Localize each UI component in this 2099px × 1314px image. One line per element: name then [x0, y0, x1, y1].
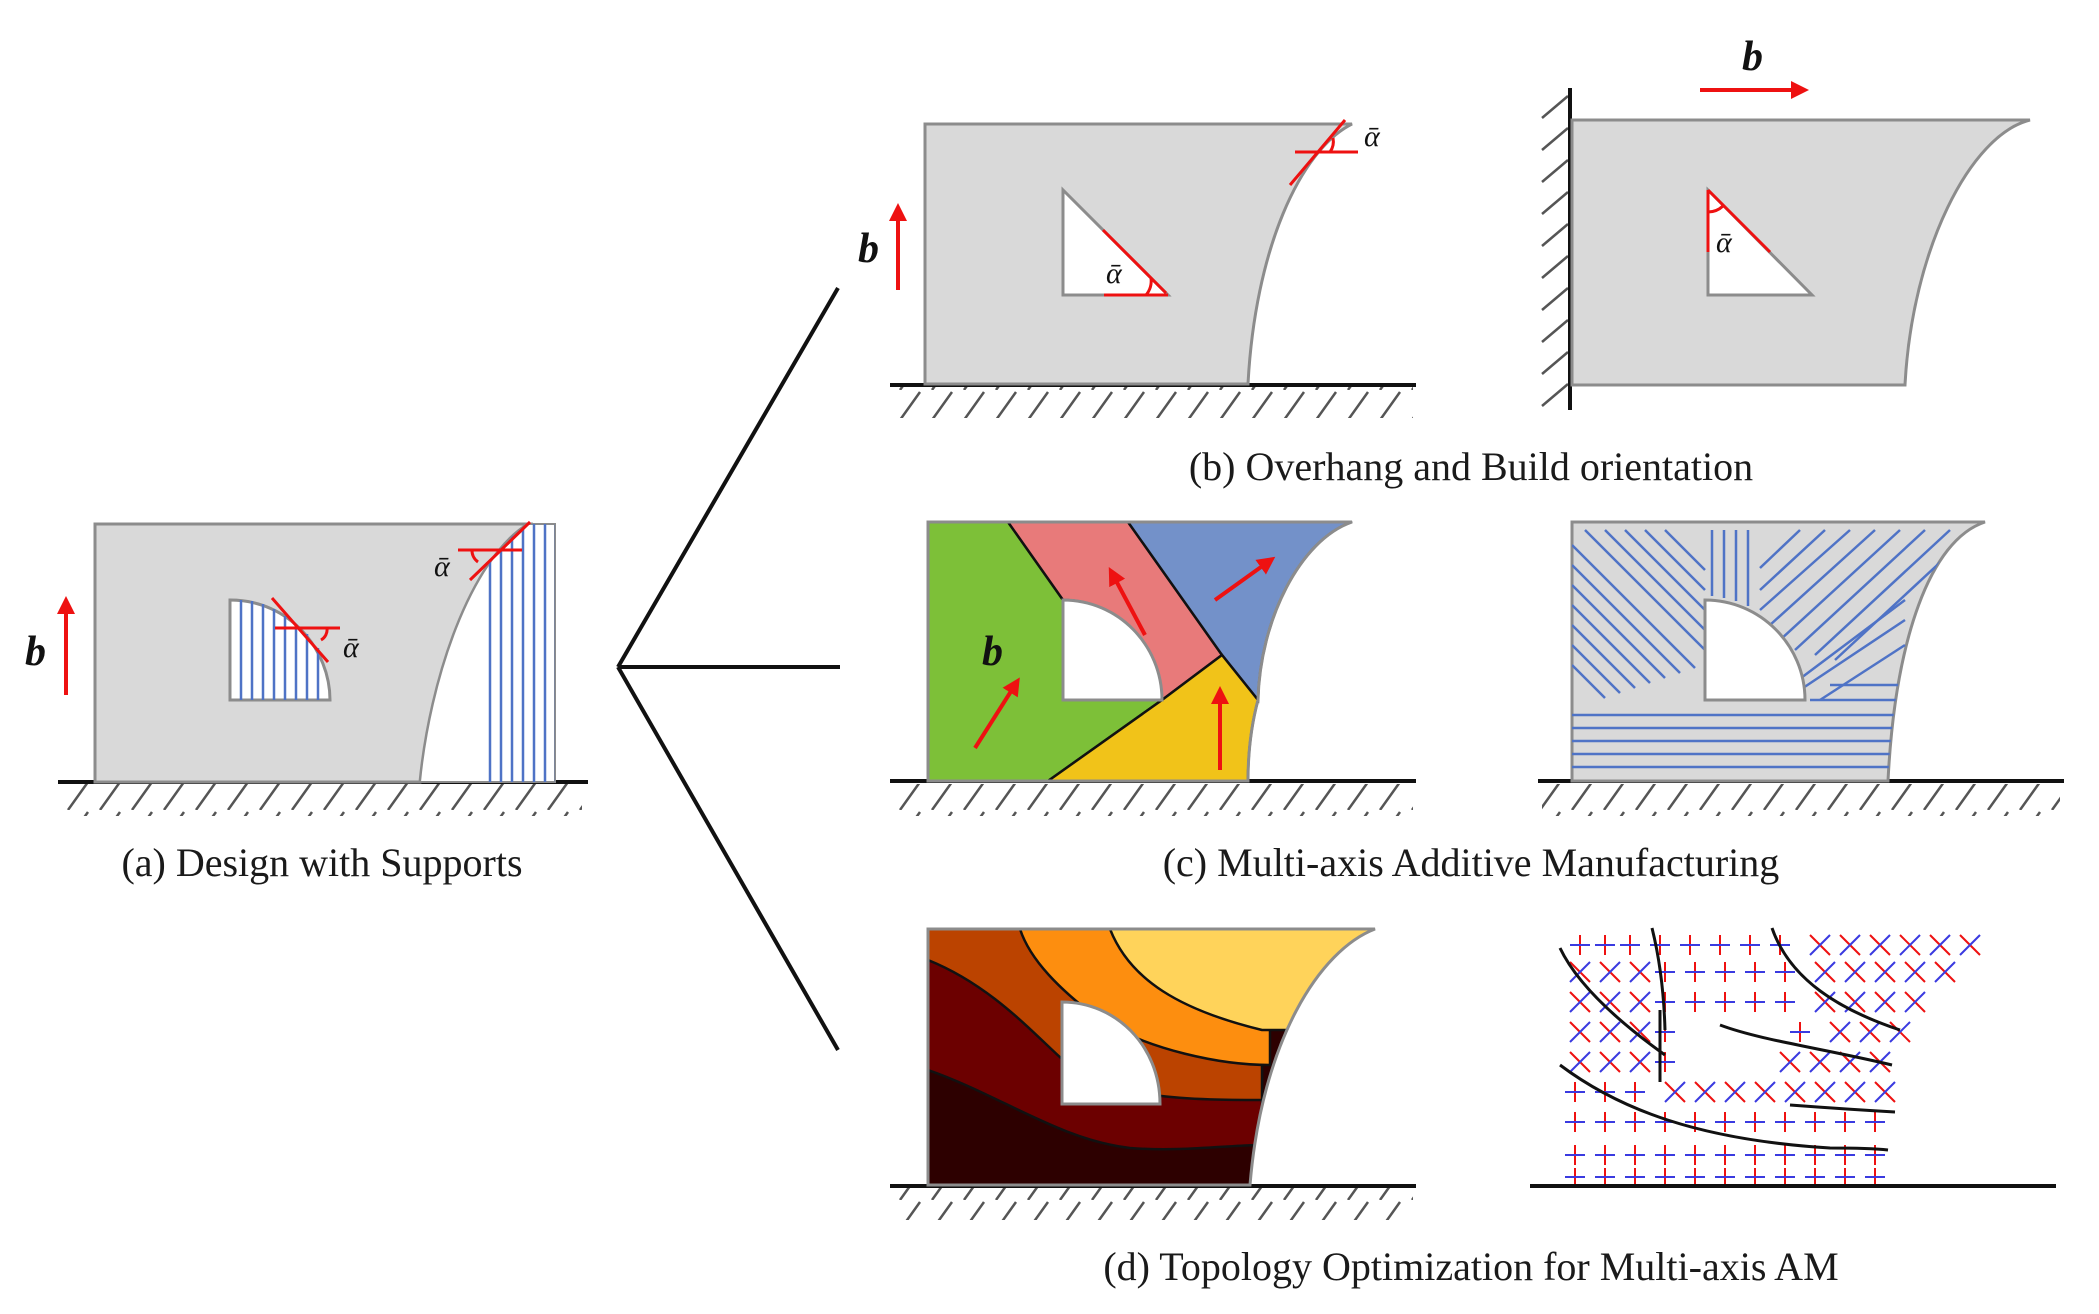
panel-b-right: ᾱ b (b) Overhang and Build orientation: [1189, 34, 2031, 489]
overhang-angle-right-b1: [1288, 119, 1358, 186]
panel-c-right: (c) Multi-axis Additive Manufacturing: [1163, 520, 2064, 885]
panel-d-right: (d) Topology Optimization for Multi-axis…: [1103, 927, 2056, 1289]
part-b2: [1570, 118, 2031, 387]
principal-cross-field: [1565, 934, 1981, 1184]
alpha-label-right-a: ᾱ: [434, 550, 451, 583]
ground-hatch-b1: [895, 386, 1413, 418]
toolpath-lines: [1572, 529, 1976, 769]
caption-c: (c) Multi-axis Additive Manufacturing: [1163, 840, 1780, 885]
quarter-hole-c2: [1703, 598, 1807, 702]
field-bands: [928, 929, 1375, 1185]
build-direction-label-c1: b: [982, 629, 1003, 675]
alpha-label-hole-a: ᾱ: [343, 631, 360, 664]
panel-b-left: ᾱ ᾱ b: [858, 119, 1416, 418]
branch-lines: [616, 286, 840, 1051]
ground-hatch-c1: [895, 784, 1413, 816]
overhang-angle-hole-a: [270, 597, 340, 663]
caption-a: (a) Design with Supports: [121, 840, 522, 885]
alpha-label-right-b1: ᾱ: [1364, 120, 1381, 153]
build-direction-label-b2: b: [1742, 34, 1763, 80]
build-direction-label-a: b: [25, 629, 46, 675]
panel-d-left: [890, 927, 1416, 1220]
alpha-label-hole-b1: ᾱ: [1106, 257, 1123, 290]
quarter-hole-d1: [1060, 1000, 1162, 1106]
region-arrows: [973, 556, 1276, 770]
ground-hatch-c2: [1542, 784, 2060, 816]
panel-c-left: b: [890, 520, 1416, 816]
part-b1: [923, 122, 1353, 386]
quarter-hole-c1: [1061, 598, 1164, 702]
support-lines-hole: [239, 600, 320, 700]
caption-d: (d) Topology Optimization for Multi-axis…: [1103, 1244, 1838, 1289]
panel-a: ᾱ ᾱ b (a) Design with Supports: [25, 520, 588, 885]
overhang-angle-hole-b1: [1101, 228, 1168, 297]
wall-hatch-b2: [1541, 95, 1569, 407]
part-outline-d1: [926, 927, 1376, 1187]
alpha-label-hole-b2: ᾱ: [1716, 226, 1733, 259]
caption-b: (b) Overhang and Build orientation: [1189, 444, 1753, 489]
stress-trajectories: [1558, 927, 1901, 1152]
support-lines-right: [488, 524, 555, 782]
ground-hatch-a: [62, 784, 582, 816]
overhang-angle-hole-b2: [1706, 188, 1772, 254]
overhang-angle-right-a: [458, 520, 532, 582]
part-outline-c1: [926, 520, 1353, 783]
ground-hatch-d1: [895, 1188, 1413, 1220]
build-direction-label-b1: b: [858, 226, 879, 272]
